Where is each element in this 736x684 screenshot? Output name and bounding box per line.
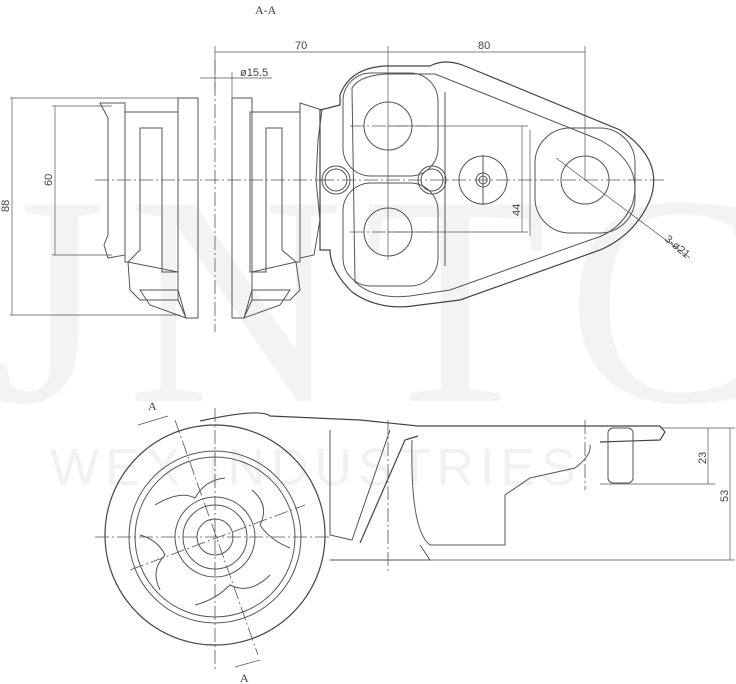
front-view: A A bbox=[95, 399, 735, 684]
svg-text:53: 53 bbox=[719, 490, 731, 502]
watermark-company: WEX INDUSTRIES bbox=[50, 439, 582, 497]
svg-text:70: 70 bbox=[295, 40, 307, 52]
section-title: A-A bbox=[255, 3, 277, 17]
section-view bbox=[95, 60, 330, 332]
dimension-bore: ø15.5 bbox=[200, 67, 272, 98]
svg-text:88: 88 bbox=[0, 200, 12, 212]
watermark-logo: JNTC bbox=[0, 134, 736, 466]
dimension-70-80: 70 80 bbox=[214, 40, 586, 260]
bracket-plan-view bbox=[319, 61, 665, 308]
dimension-23-53: 23 53 bbox=[600, 427, 735, 560]
dimension-88: 88 bbox=[0, 97, 180, 316]
svg-text:80: 80 bbox=[478, 40, 490, 52]
dimension-60: 60 bbox=[43, 105, 112, 256]
svg-text:23: 23 bbox=[697, 452, 709, 464]
svg-text:A: A bbox=[148, 399, 157, 413]
svg-text:44: 44 bbox=[511, 204, 523, 216]
svg-text:3-ø21: 3-ø21 bbox=[662, 233, 692, 261]
svg-text:60: 60 bbox=[43, 174, 55, 186]
svg-text:ø15.5: ø15.5 bbox=[240, 67, 268, 79]
dimension-44: 44 bbox=[388, 125, 531, 236]
svg-text:A: A bbox=[240, 671, 249, 684]
